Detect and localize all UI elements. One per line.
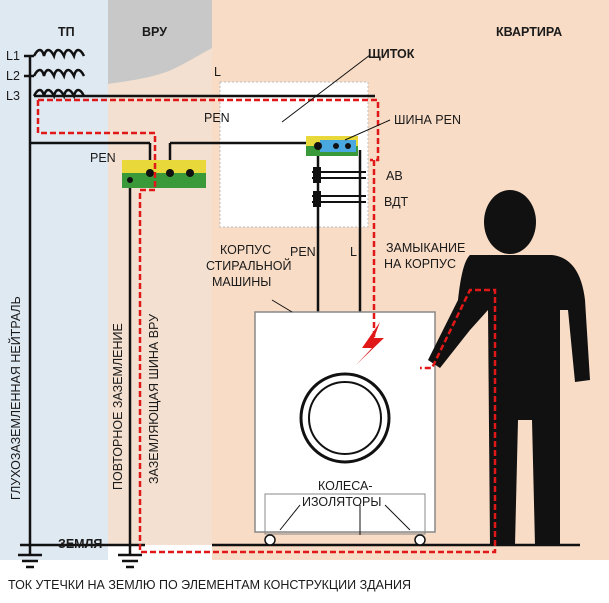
- wheels-label-1: КОЛЕСА-: [318, 479, 373, 493]
- housing-label-2: СТИРАЛЬНОЙ: [206, 258, 292, 273]
- vru-label: ВРУ: [142, 25, 167, 39]
- leader-lines: [271, 54, 411, 535]
- pen-top-label: PEN: [204, 111, 230, 125]
- apartment-label: Квартира: [496, 25, 562, 39]
- l2-label: L2: [6, 69, 20, 83]
- housing-label-1: КОРПУС: [220, 243, 271, 257]
- wheels-label-2: ИЗОЛЯТОРЫ: [302, 495, 381, 509]
- pen-wire-label: PEN: [290, 245, 316, 259]
- caption: ТОК УТЕЧКИ НА ЗЕМЛЮ ПО ЭЛЕМЕНТАМ КОНСТРУ…: [8, 578, 411, 592]
- earth-label: ЗЕМЛЯ: [58, 537, 102, 551]
- vdt-label: ВДТ: [384, 195, 409, 209]
- housing-label-3: МАШИНЫ: [212, 275, 271, 289]
- short-label-2: НА КОРПУС: [384, 257, 456, 271]
- vru-zone: [108, 0, 212, 545]
- breakers: [312, 167, 366, 207]
- l1-label: L1: [6, 49, 20, 63]
- pen-vru-label: PEN: [90, 151, 116, 165]
- tp-label: ТП: [58, 25, 75, 39]
- repeat-ground-label: ПОВТОРНОЕ ЗАЗЕМЛЕНИЕ: [111, 323, 125, 490]
- shield-label: ЩИТОК: [368, 47, 415, 61]
- vru-box: [108, 0, 212, 84]
- lightning-icon: [356, 322, 384, 365]
- solid-neutral-label: ГЛУХОЗАЗЕМЛЕННАЯ НЕЙТРАЛЬ: [8, 296, 23, 500]
- washing-machine: [254, 311, 436, 546]
- transformer-coil: [32, 48, 86, 100]
- l-wire-label: L: [350, 245, 357, 259]
- av-label: АВ: [386, 169, 403, 183]
- l3-label: L3: [6, 89, 20, 103]
- person-silhouette: [428, 190, 590, 545]
- vru-bus: [122, 160, 206, 188]
- pen-bus-label: ШИНА PEN: [394, 113, 461, 127]
- ground-bus-label: ЗАЗЕМЛЯЮЩАЯ ШИНА ВРУ: [147, 314, 161, 484]
- pen-bus: [306, 136, 358, 156]
- ground-symbol: [18, 545, 142, 569]
- l-top-label: L: [214, 65, 221, 79]
- short-label-1: ЗАМЫКАНИЕ: [386, 241, 465, 255]
